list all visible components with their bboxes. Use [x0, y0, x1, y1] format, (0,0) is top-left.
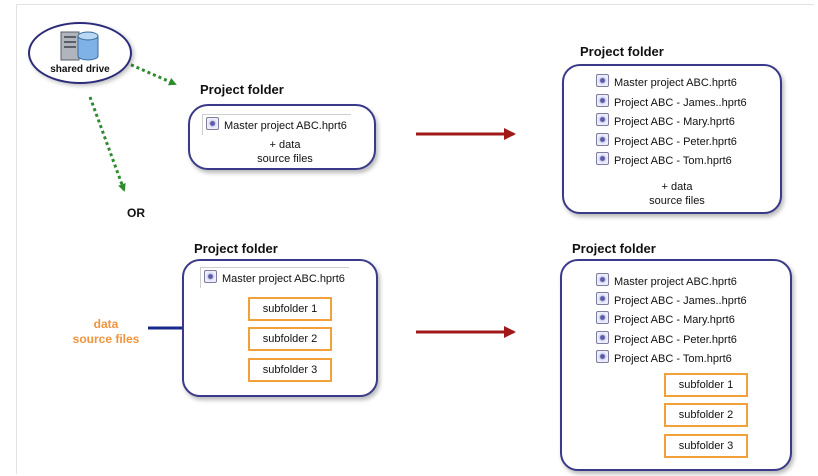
file-item: Project ABC - James..hprt6	[596, 292, 747, 310]
file-item: Master project ABC.hprt6	[596, 74, 737, 92]
file-item: Project ABC - Peter.hprt6	[596, 133, 737, 151]
hprt6-file-icon	[596, 311, 609, 324]
hprt6-file-icon	[596, 350, 609, 363]
shared-drive-label: shared drive	[50, 64, 110, 75]
subfolder-2: subfolder 2	[248, 327, 332, 351]
hprt6-file-icon	[596, 133, 609, 146]
bottom-left-folder-box: Master project ABC.hprt6 subfolder 1 sub…	[182, 259, 378, 397]
file-item: Project ABC - James..hprt6	[596, 94, 747, 112]
bottom-left-folder-heading: Project folder	[194, 241, 278, 256]
bottom-right-folder-heading: Project folder	[572, 241, 656, 256]
hprt6-file-icon	[204, 270, 217, 283]
data-source-note: + data source files	[257, 139, 313, 165]
shared-drive: shared drive	[28, 22, 132, 84]
hprt6-file-icon	[596, 273, 609, 286]
file-item: Project ABC - Tom.hprt6	[596, 152, 732, 170]
file-item: Project ABC - Mary.hprt6	[596, 311, 735, 329]
file-item: Project ABC - Tom.hprt6	[596, 350, 732, 368]
frame-top-border	[16, 4, 814, 5]
file-item: Project ABC - Mary.hprt6	[596, 113, 735, 131]
subfolder-3: subfolder 3	[664, 434, 748, 458]
dotted-arrow-to-top-folder	[119, 58, 177, 86]
top-left-folder-heading: Project folder	[200, 82, 284, 97]
bottom-right-folder-box: Master project ABC.hprt6 Project ABC - J…	[560, 259, 792, 471]
hprt6-file-icon	[596, 292, 609, 305]
dotted-arrow-down	[88, 96, 126, 192]
subfolder-1: subfolder 1	[664, 373, 748, 397]
subfolder-2: subfolder 2	[664, 403, 748, 427]
master-file-item: Master project ABC.hprt6	[202, 114, 351, 135]
data-source-note: + data source files	[649, 181, 705, 207]
server-database-icon	[60, 31, 99, 61]
top-right-folder-heading: Project folder	[580, 44, 664, 59]
hprt6-file-icon	[596, 152, 609, 165]
frame-left-border	[16, 4, 17, 474]
or-label: OR	[127, 206, 145, 220]
subfolder-3: subfolder 3	[248, 358, 332, 382]
top-left-folder-box: Master project ABC.hprt6 + data source f…	[188, 104, 376, 170]
top-right-folder-box: Master project ABC.hprt6 Project ABC - J…	[562, 64, 782, 214]
hprt6-file-icon	[596, 94, 609, 107]
file-item: Project ABC - Peter.hprt6	[596, 331, 737, 349]
hprt6-file-icon	[596, 74, 609, 87]
file-item: Master project ABC.hprt6	[596, 273, 737, 291]
hprt6-file-icon	[596, 331, 609, 344]
hprt6-file-icon	[206, 117, 219, 130]
subfolder-1: subfolder 1	[248, 297, 332, 321]
hprt6-file-icon	[596, 113, 609, 126]
master-file-item: Master project ABC.hprt6	[200, 267, 349, 288]
data-source-label: data source files	[72, 317, 140, 346]
